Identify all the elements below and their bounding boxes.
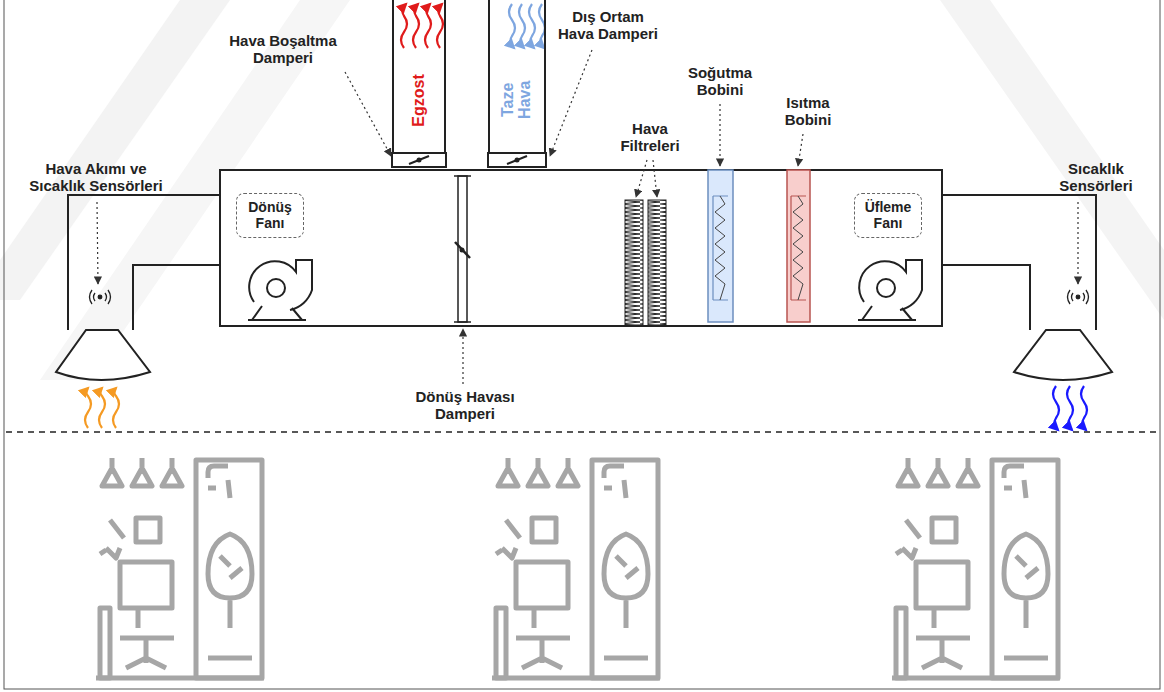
damper-label: Hava Boşaltma Damperi — [217, 32, 349, 67]
fan-label: Dönüş Fanı — [241, 199, 299, 231]
coil-label: Soğutma Bobini — [680, 64, 760, 99]
sensor-label: Hava Akımı ve Sıcaklık Sensörleri — [18, 160, 174, 195]
fresh-air-duct: Taze Hava — [488, 0, 546, 153]
return-fan-box: Dönüş Fanı — [236, 193, 304, 238]
damper-label: Dönüş Havası Damperi — [406, 388, 524, 423]
supply-fan-box: Üfleme Fanı — [854, 193, 922, 238]
sensor-label: Sıcaklık Sensörleri — [1051, 160, 1141, 195]
damper-label: Dış Ortam Hava Damperi — [553, 8, 663, 43]
coil-label: Isıtma Bobini — [775, 94, 841, 129]
fan-label: Üfleme Fanı — [859, 199, 917, 231]
filter-label: Hava Filtreleri — [610, 120, 690, 155]
duct-label: Taze Hava — [500, 78, 534, 122]
duct-label: Egzost — [411, 55, 428, 145]
exhaust-duct: Egzost — [392, 0, 446, 153]
